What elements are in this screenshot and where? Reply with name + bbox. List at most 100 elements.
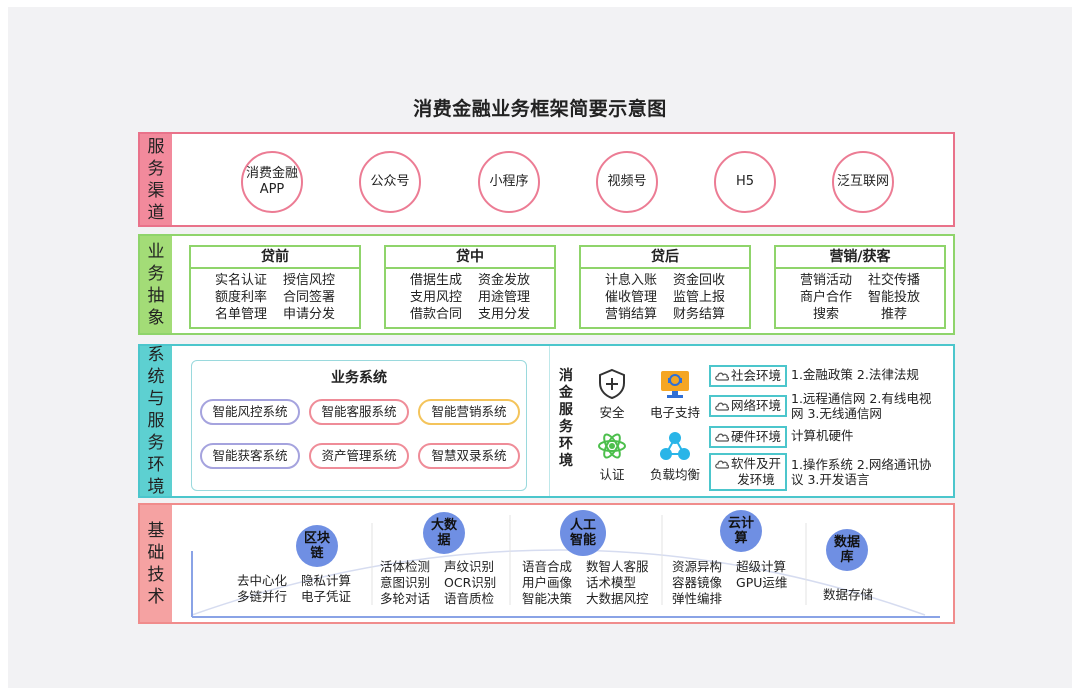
env-label-char: 消: [559, 368, 573, 384]
row-label-char: 务: [147, 433, 165, 453]
post-loan-box: 贷后 计息入账 资金回收 催收管理 监管上报 营销结算 财务结算: [579, 245, 751, 329]
tech-item: 多链并行: [237, 589, 288, 604]
row-label-char: 务: [147, 263, 165, 284]
tech-item: 语音质检: [444, 591, 495, 606]
tech-item: [736, 591, 787, 607]
env-description: 1.远程通信网 2.有线电视网 3.无线通信网: [791, 391, 932, 421]
business-systems-title: 业务系统: [331, 370, 387, 386]
row-label-char: 基: [147, 520, 165, 541]
row-label-char: 业: [147, 241, 165, 262]
row-label-char: 础: [147, 542, 165, 563]
atom-icon: [598, 433, 626, 459]
channel-mini-program: 小程序: [478, 151, 540, 213]
row-label-char: 服: [147, 136, 165, 157]
channel-label: 泛互联网: [836, 174, 889, 189]
tech-item: 用户画像: [522, 575, 573, 590]
tech-title: 大数: [430, 518, 457, 533]
system-pill: 智能客服系统: [309, 399, 409, 425]
box-item: 额度利率: [214, 290, 267, 305]
box-item: 支用风控: [409, 290, 462, 305]
shield-plus-icon: [599, 368, 625, 400]
big-data-items: 活体检测 声纹识别 意图识别 OCR识别 多轮对话 语音质检: [380, 559, 496, 607]
in-loan-box: 贷中 借据生成 资金发放 支用风控 用途管理 借款合同 支用分发: [384, 245, 556, 329]
env-name: 网络环境: [731, 398, 782, 413]
env-label-char: 环: [559, 436, 573, 452]
env-description: 1.金融政策 2.法律法规: [791, 367, 919, 382]
env-label-char: 务: [559, 419, 573, 435]
box-item: 营销结算: [604, 307, 657, 322]
row-label-char: 服: [147, 411, 165, 431]
channel-label: 小程序: [489, 174, 529, 189]
cloud-icon: [715, 460, 729, 469]
database-circle: 数据 库: [826, 529, 868, 571]
row-label-char: 抽: [147, 285, 165, 306]
network-environment-box: 网络环境: [709, 395, 787, 417]
tech-item: 智能决策: [522, 591, 573, 606]
tech-title: 算: [734, 531, 748, 546]
env-icon-label: 安全: [599, 405, 625, 420]
box-item: 搜索: [812, 307, 839, 322]
row-label-business-abstraction: 业 务 抽 象: [140, 236, 172, 333]
system-pill: 智能营销系统: [418, 399, 520, 425]
tech-item: 活体检测: [380, 559, 431, 574]
tech-item: 弹性编排: [672, 591, 723, 606]
box-item: 合同签署: [282, 290, 335, 305]
box-title: 贷前: [191, 247, 359, 269]
marketing-acquisition-box: 营销/获客 营销活动 社交传播 商户合作 智能投放 搜索 推荐: [774, 245, 946, 329]
business-abstraction-row: 业 务 抽 象 贷前 实名认证 授信风控 额度利率 合同签署 名单管理 申请分发…: [138, 234, 955, 335]
cloud-computing-items: 资源异构 超级计算 容器镜像 GPU运维 弹性编排: [672, 559, 787, 607]
env-label-char: 服: [559, 402, 573, 418]
box-item: 营销活动: [799, 273, 852, 288]
security-item: 安全: [577, 368, 647, 421]
box-item: 资金发放: [477, 273, 530, 288]
database-items: 数据存储: [823, 587, 873, 603]
row-label-char: 环: [147, 455, 165, 475]
row-label-char: 系: [147, 345, 165, 365]
service-channels-row: 服 务 渠 道 消费金融 APP 公众号 小程序 视频号 H5 泛互联网: [138, 132, 955, 227]
row-label-char: 象: [147, 307, 165, 328]
row-label-char: 统: [147, 367, 165, 387]
box-item: 商户合作: [799, 290, 852, 305]
tech-item: 数据存储: [823, 587, 874, 602]
e-support-item: 电子支持: [640, 368, 710, 421]
tech-item: 语音合成: [522, 559, 573, 574]
tech-item: 去中心化: [237, 573, 288, 588]
row-label-char: 术: [147, 586, 165, 607]
box-title: 贷中: [386, 247, 554, 269]
tech-item: 隐私计算: [301, 573, 352, 588]
ai-circle: 人工 智能: [560, 510, 606, 556]
system-pill: 智能获客系统: [200, 443, 300, 469]
social-environment-box: 社会环境: [709, 365, 787, 387]
env-label-char: 境: [559, 453, 573, 469]
load-balancing-item: 负载均衡: [640, 430, 710, 483]
authentication-item: 认证: [577, 430, 647, 483]
channel-label: H5: [735, 174, 755, 189]
row-label-service-channels: 服 务 渠 道: [140, 134, 172, 225]
tech-item: 数智人客服: [586, 559, 649, 574]
env-name: 硬件环境: [731, 429, 782, 444]
tech-title: 据: [437, 533, 451, 548]
box-item: 申请分发: [282, 307, 335, 322]
row-label-char: 技: [147, 564, 165, 585]
env-name: 社会环境: [731, 368, 782, 383]
channel-label: APP: [259, 182, 285, 197]
tech-item: 电子凭证: [301, 589, 352, 604]
env-name: 软件及开: [731, 456, 782, 471]
box-item: 催收管理: [604, 290, 657, 305]
tech-arc: [191, 515, 940, 618]
channel-pan-internet: 泛互联网: [832, 151, 894, 213]
box-title: 营销/获客: [776, 247, 944, 269]
pre-loan-box: 贷前 实名认证 授信风控 额度利率 合同签署 名单管理 申请分发: [189, 245, 361, 329]
box-item: 推荐: [880, 307, 907, 322]
network-nodes-icon: [660, 432, 690, 460]
channel-label: 消费金融: [245, 166, 298, 181]
channel-consumer-finance-app: 消费金融 APP: [241, 151, 303, 213]
monitor-support-icon: [661, 371, 689, 398]
system-pill: 资产管理系统: [309, 443, 409, 469]
channel-official-account: 公众号: [359, 151, 421, 213]
diagram-title: 消费金融业务框架简要示意图: [413, 98, 667, 120]
tech-title: 云计: [727, 516, 754, 531]
cloud-computing-circle: 云计 算: [720, 510, 762, 552]
tech-item: 多轮对话: [380, 591, 431, 606]
channel-video-account: 视频号: [596, 151, 658, 213]
